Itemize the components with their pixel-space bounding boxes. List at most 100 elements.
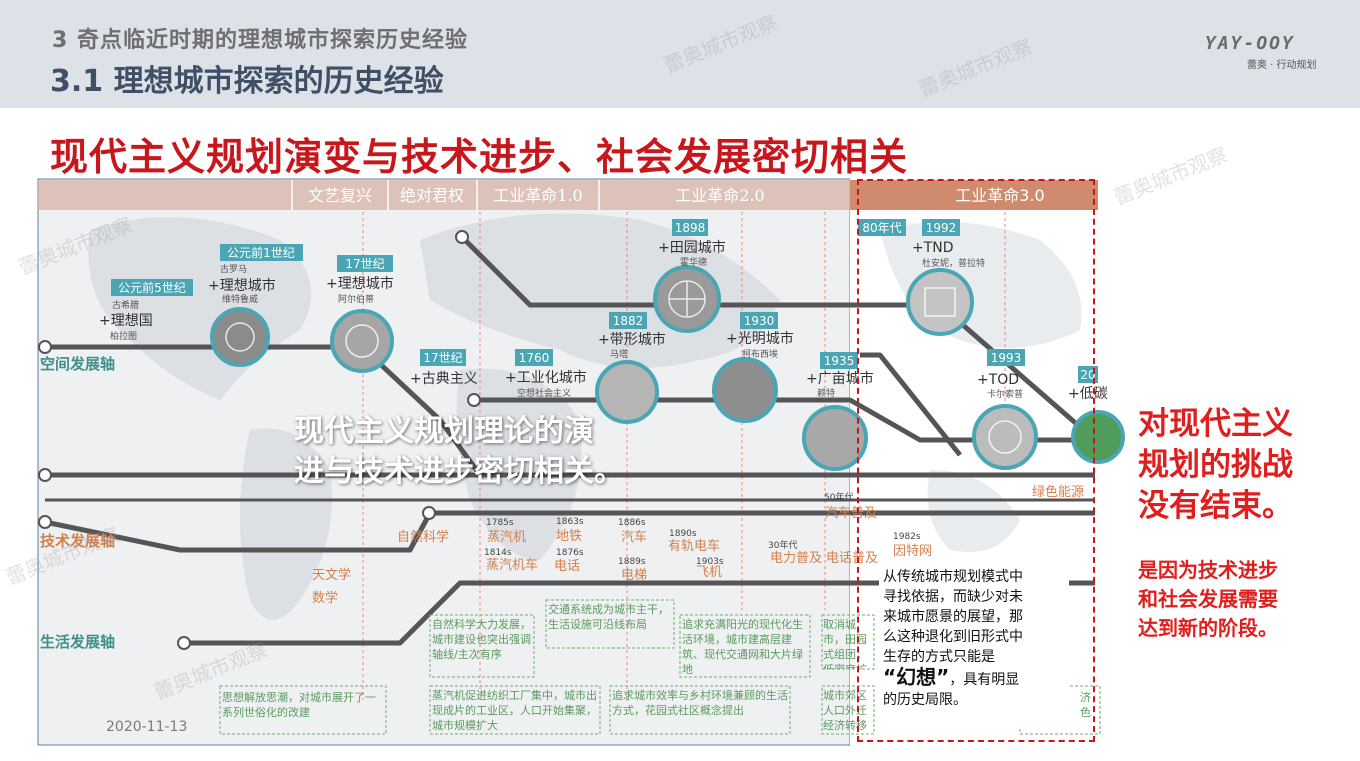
tech-year-1889: 1889s [618,557,646,567]
right-claim-line-2: 规划的挑战 [1138,447,1293,483]
node-low-carbon: +低碳 [1068,386,1108,402]
right-reason-line-1: 是因为技术进步 [1138,558,1278,582]
life-boxes [219,599,1101,735]
right-reason-line-3: 达到新的阶段。 [1138,616,1278,640]
era-bar-left [38,180,850,210]
node-republic: +理想国 [99,313,153,329]
tag-1bc: 公元前1世纪 [227,245,295,260]
plan-thumbnails [210,265,1125,471]
logo-text: YAY-OOY [1205,33,1295,54]
tech-phone-popular: 电话普及 [826,551,878,566]
tech-internet: 因特网 [893,544,932,559]
tech-year-1890: 1890s [669,529,697,539]
node-tod: +TOD [977,372,1019,388]
node-ideal-city-alberti: +理想城市 [326,275,394,292]
node-broadacre: +广亩城市 [806,370,874,387]
life-box-8: 城市郊区人口外迁经济转移 [823,689,867,732]
tech-subway: 地铁 [556,529,582,544]
highlight-frame [857,179,1095,742]
tag-1882: 1882 [613,314,644,328]
page-title: 3.1 理想城市探索的历史经验 [50,64,444,99]
person-vitruvius: 维特鲁威 [222,293,258,305]
era-industrial-2: 工业革命2.0 [675,186,764,205]
axis-space: 空间发展轴 [40,355,115,373]
headline: 现代主义规划演变与技术进步、社会发展密切相关 [50,135,909,179]
overlay-statement: 现代主义规划理论的演 进与技术进步密切相关。 [294,412,624,492]
tag-5bc: 公元前5世纪 [118,280,186,295]
tech-tram: 有轨电车 [668,538,720,554]
person-calthorpe: 卡尔索普 [987,388,1023,400]
tech-locomotive: 蒸汽机车 [486,557,538,573]
tech-natural-science: 自然科学 [397,529,449,545]
era-bar-right [850,180,1098,210]
tech-year-50s: 50年代 [824,491,853,503]
right-reason-line-2: 和社会发展需要 [1138,587,1278,611]
tech-year-1886: 1886s [618,518,646,528]
life-box-9: 济色 [1080,691,1091,719]
tech-green-energy: 绿色能源 [1032,484,1084,500]
person-utopian: 空想社会主义 [517,387,571,399]
node-classicism: +古典主义 [410,371,478,387]
tech-year-30s: 30年代 [768,539,797,551]
era-industrial-3: 工业革命3.0 [955,186,1044,205]
person-corbusier: 柯布西埃 [742,348,778,360]
node-tnd: +TND [912,240,954,256]
note-line-7: 的历史局限。 [883,692,967,708]
person-plato: 柏拉图 [110,330,137,342]
slide-date: 2020-11-13 [106,719,188,735]
note-line-5: 生存的方式只能是 [883,649,995,665]
person-alberti: 阿尔伯蒂 [338,293,374,305]
node-ideal-city-rome: +理想城市 [208,277,276,294]
node-industrial-city: +工业化城市 [505,369,587,386]
note-line-1: 从传统城市规划模式中 [883,569,1023,585]
place-greece: 古希腊 [112,299,139,311]
right-claim-line-3: 没有结束。 [1138,488,1293,524]
tech-car-popular: 汽车普及 [825,505,877,521]
tag-1993: 1993 [991,351,1022,365]
brand-logo: YAY-OOY 蕾奥 · 行动规划 [1205,33,1325,73]
person-wright: 赖特 [817,387,835,399]
right-claim: 对现代主义 规划的挑战 没有结束。 [1138,404,1293,527]
life-box-6: 蒸汽机促进纺织工厂集中，城市出现成片的工业区，人口开始集聚，城市规模扩大 [432,689,597,732]
tech-telephone: 电话 [554,559,580,574]
tag-1898: 1898 [675,221,706,235]
life-box-2: 交通系统成为城市主干，生活设施可沿线布局 [548,603,669,631]
node-linear-city: +带形城市 [598,331,666,348]
right-claim-line-1: 对现代主义 [1138,406,1293,442]
note-quote: “幻想” [883,665,950,689]
note-line-3: 来城市愿景的展望，那 [883,609,1023,625]
tag-20xx: 20 [1080,368,1095,382]
life-box-7: 追求城市效率与乡村环境兼顾的生活方式，花园式社区概念提出 [612,689,788,717]
axis-life: 生活发展轴 [40,633,115,651]
node-radiant-city: +光明城市 [726,330,794,347]
tech-year-1876: 1876s [556,548,584,558]
place-rome: 古罗马 [220,263,247,275]
life-box-4: 取消城市，田园式组团，低密度扩散 [823,618,867,669]
label-math: 数学 [312,590,338,606]
tech-electricity: 电力普及 [770,551,822,566]
timeline-lines [44,235,1097,646]
era-industrial-1: 工业革命1.0 [493,186,582,205]
person-howard: 霍华德 [680,256,707,268]
note-line-2: 寻找依据，而缺少对未 [883,589,1023,605]
tag-17c-a: 17世纪 [345,257,384,271]
life-box-5: 思想解放思潮，对城市展开了一系列世俗化的改建 [222,691,376,719]
person-mata: 马塔 [610,348,628,360]
tech-year-1863: 1863s [556,517,584,527]
tag-1760: 1760 [519,351,550,365]
tag-80s: 80年代 [862,221,901,235]
section-subtitle: 3 奇点临近时期的理想城市探索历史经验 [52,28,468,53]
tech-steam-engine: 蒸汽机 [487,530,526,545]
note-line-4: 么这种退化到旧形式中 [883,629,1023,645]
tech-year-1903: 1903s [696,557,724,567]
tech-year-1814: 1814s [484,548,512,558]
label-astronomy: 天文学 [312,567,351,583]
axis-tech: 技术发展轴 [40,532,115,550]
tech-car: 汽车 [621,529,647,545]
tag-1935: 1935 [824,354,855,368]
tech-elevator: 电梯 [621,568,647,583]
life-box-1: 自然科学大力发展，城市建设也突出强调轴线/主次有序 [432,618,531,661]
overlay-line-2: 进与技术进步密切相关。 [294,454,624,489]
note-line-6: ，具有明显 [949,672,1020,688]
logo-subtitle: 蕾奥 · 行动规划 [1247,60,1317,71]
